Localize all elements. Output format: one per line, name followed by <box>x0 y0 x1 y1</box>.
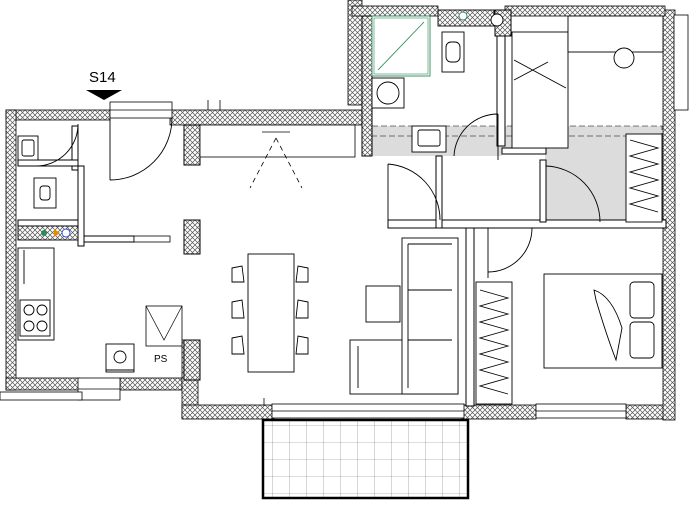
misc-details <box>133 100 265 406</box>
balcony <box>261 418 470 500</box>
desk <box>567 15 664 53</box>
bath-door <box>453 113 499 160</box>
bedroom-large <box>475 273 663 405</box>
hall-door <box>387 163 441 221</box>
kitchen <box>17 247 135 373</box>
sofa <box>349 237 459 395</box>
bedroom-small <box>511 15 664 223</box>
wc-fixtures <box>17 135 79 241</box>
coffee-table <box>365 285 401 323</box>
lamp-marks <box>249 131 303 189</box>
hob <box>19 299 51 337</box>
doors <box>35 113 601 278</box>
shaft: PS <box>145 305 183 365</box>
single-bed <box>511 31 569 149</box>
dining-table <box>247 253 295 373</box>
bedroom-small-door <box>545 165 601 223</box>
entrance-label: S14 <box>89 69 116 86</box>
bedroom-large-door <box>487 227 533 278</box>
shaft-label: PS <box>154 354 168 365</box>
wc-door <box>35 123 79 167</box>
windows <box>0 14 689 419</box>
bathroom-fixtures <box>371 9 504 153</box>
dining-set <box>231 253 309 373</box>
entrance-marker: S14 <box>86 69 122 100</box>
entry-door <box>109 117 173 181</box>
